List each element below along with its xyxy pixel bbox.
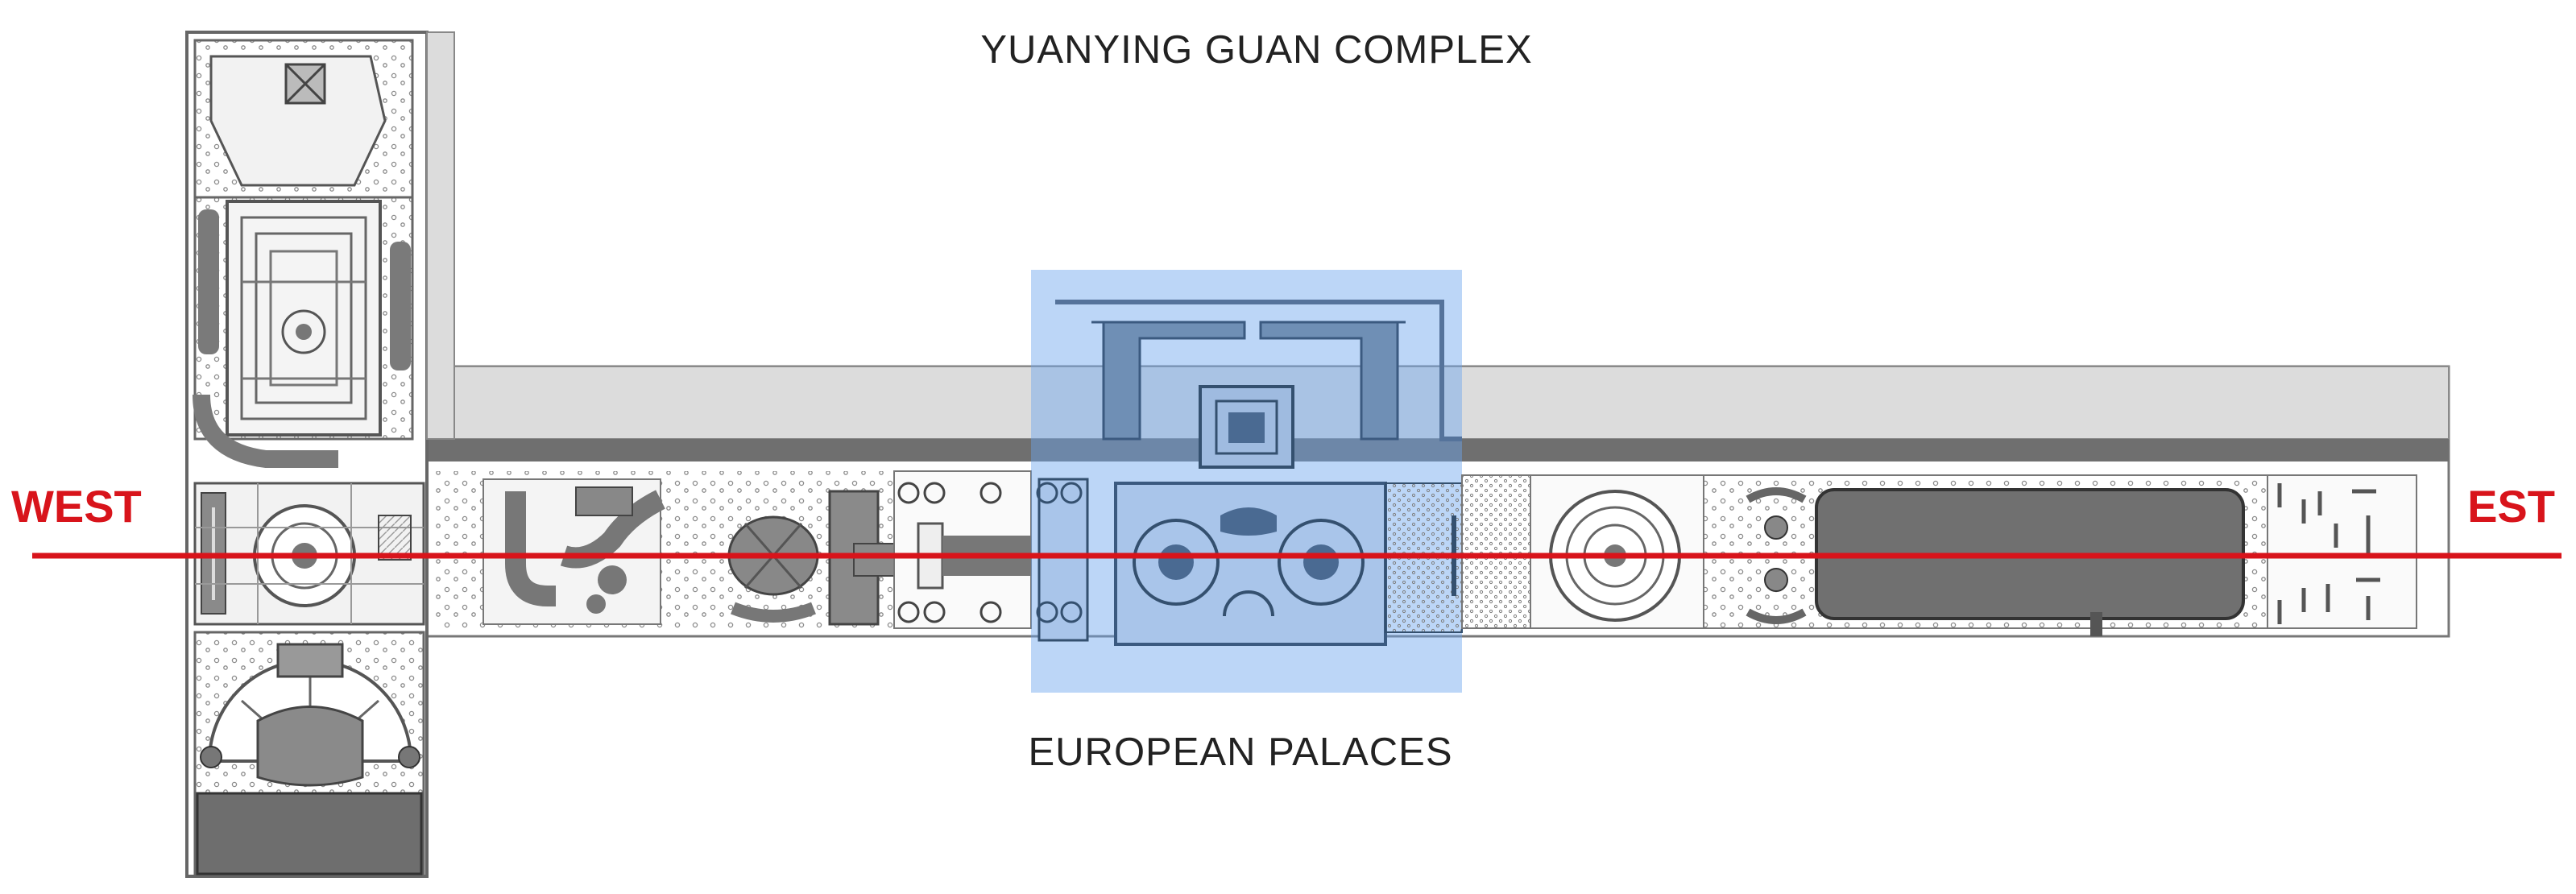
labyrinth-maze [193, 196, 414, 468]
label-east: EST [2467, 481, 2555, 532]
west-corridor-gardens [435, 471, 903, 628]
label-yuanying-guan: YUANYING GUAN COMPLEX [980, 28, 1532, 72]
fountain-pairs-west [893, 470, 1032, 629]
european-palaces-block [1031, 270, 1463, 693]
label-west: WEST [11, 481, 142, 532]
south-fountain-court [193, 631, 425, 875]
label-european-palaces: EUROPEAN PALACES [1028, 731, 1452, 774]
rockery-garden [193, 39, 414, 199]
